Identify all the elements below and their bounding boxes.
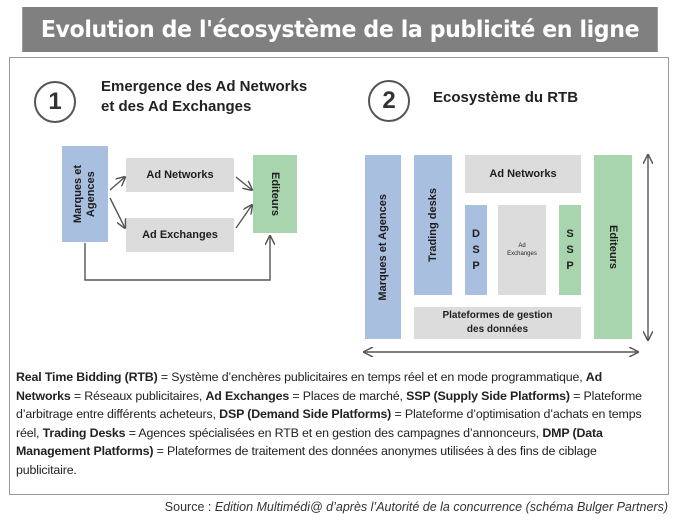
source-credit: Source : Edition Multimédi@ d’après l’Au… — [165, 500, 668, 514]
glossary-definition: = Système d’enchères publicitaires en te… — [157, 370, 586, 384]
glossary-term: Trading Desks — [42, 425, 126, 440]
arrow-advertisers-to-ad-exchanges — [109, 197, 125, 228]
panel2-title-text: Ecosystème du RTB — [433, 89, 579, 106]
step-1-badge: 1 — [34, 81, 76, 123]
figure-title-text: Evolution de l'écosystème de la publicit… — [40, 16, 640, 43]
glossary-term: Ad Networks — [16, 370, 602, 403]
panel2-ad-exchanges-label: Ad Exchanges — [507, 243, 537, 257]
arrow-ad-exchanges-to-publishers — [235, 205, 252, 229]
glossary-definition: = Réseaux publicitaires, — [70, 388, 206, 403]
arrow-advertisers-to-publishers-direct — [84, 236, 270, 281]
glossary-term: DSP (Demand Side Platforms) — [219, 407, 392, 421]
panel2-dmp-label-line2: des données — [466, 324, 529, 335]
panel1-publishers-label: Editeurs — [269, 171, 281, 216]
panel2-title: Ecosystème du RTB — [433, 88, 578, 108]
glossary-definition: = Plateformes de traitement des données … — [16, 444, 597, 477]
figure-title: Evolution de l'écosystème de la publicit… — [22, 7, 658, 52]
glossary-term: Ad Exchanges — [205, 388, 290, 403]
panel2-dsp-box: D S P — [465, 205, 487, 295]
step-2-number: 2 — [382, 87, 396, 114]
arrow-ad-networks-to-publishers — [235, 176, 252, 190]
glossary-text: Real Time Bidding (RTB) = Système d’ench… — [16, 368, 656, 479]
source-prefix: Source : — [164, 500, 215, 514]
panel2-dsp-label: D S P — [472, 228, 480, 272]
panel1-publishers-box: Editeurs — [253, 155, 297, 233]
panel1-ad-exchanges-box: Ad Exchanges — [126, 218, 234, 252]
glossary-definition: = Agences spécialisées en RTB et en gest… — [125, 425, 543, 440]
panel2-ssp-label: S S P — [566, 228, 574, 272]
panel2-dmp-box: Plateformes de gestion des données — [414, 307, 581, 339]
panel1-ad-exchanges-label: Ad Exchanges — [142, 229, 218, 241]
panel2-trading-desks-box: Trading desks — [414, 155, 452, 295]
panel1-advertisers-box: Marques et Agences — [62, 146, 108, 242]
panel2-publishers-box: Editeurs — [594, 155, 632, 339]
panel2-ssp-box: S S P — [559, 205, 581, 295]
panel2-ad-networks-box: Ad Networks — [465, 155, 581, 193]
glossary-definition: = Plateforme d’optimisation d’achats en … — [16, 407, 642, 440]
glossary-term: DMP (Data Management Platforms) — [16, 425, 603, 459]
panel2-dmp-label-line1: Plateformes de gestion — [442, 310, 553, 321]
arrow-advertisers-to-ad-networks — [109, 177, 125, 191]
panel1-title-line2: et des Ad Exchanges — [101, 98, 252, 115]
panel2-publishers-label: Editeurs — [607, 224, 619, 269]
glossary-definition: = Places de marché, — [289, 388, 407, 403]
panel1-title-line1: Emergence des Ad Networks — [101, 78, 308, 95]
panel2-ad-exchanges-box: Ad Exchanges — [498, 205, 546, 295]
figure-frame — [9, 57, 669, 495]
panel1-title: Emergence des Ad Networks et des Ad Exch… — [101, 77, 307, 117]
panel1-ad-networks-box: Ad Networks — [126, 158, 234, 192]
panel2-advertisers-box: Marques et Agences — [365, 155, 401, 339]
step-1-number: 1 — [48, 88, 62, 115]
step-2-badge: 2 — [368, 80, 410, 122]
source-text: Edition Multimédi@ d’après l’Autorité de… — [214, 500, 668, 514]
glossary-term: Real Time Bidding (RTB) — [16, 370, 158, 384]
panel2-ad-networks-label: Ad Networks — [489, 168, 557, 180]
panel1-ad-networks-label: Ad Networks — [146, 169, 214, 181]
glossary-definition: = Plateforme d’arbitrage entre différent… — [16, 388, 642, 422]
glossary-term: SSP (Supply Side Platforms) — [406, 388, 570, 403]
